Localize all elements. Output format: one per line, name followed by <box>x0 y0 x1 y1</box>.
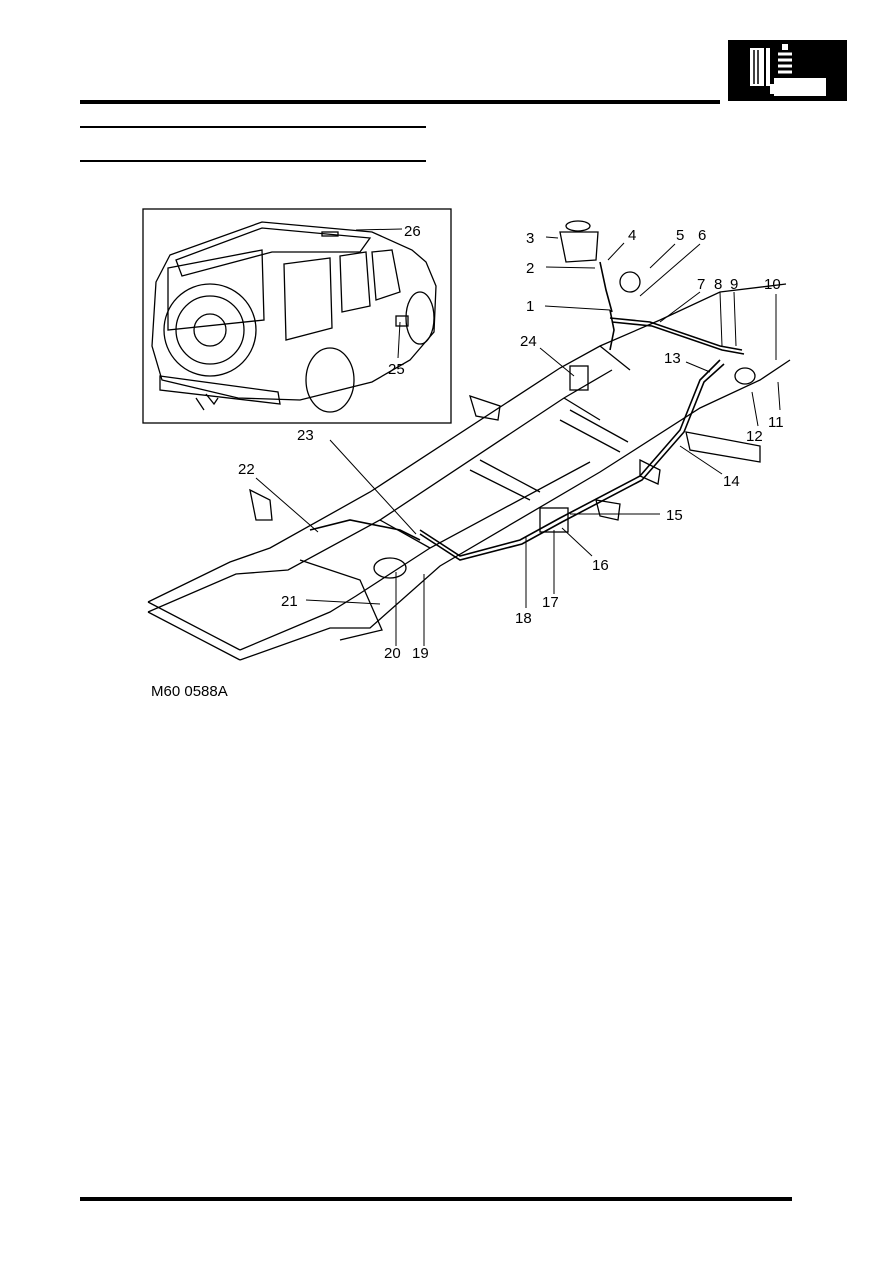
callout-20: 20 <box>384 645 401 662</box>
callout-15: 15 <box>666 507 683 524</box>
callout-16: 16 <box>592 557 609 574</box>
callout-7: 7 <box>697 276 705 293</box>
callout-24: 24 <box>520 333 537 350</box>
vehicle-rear-view <box>151 221 437 413</box>
rear-air-spring <box>373 557 407 579</box>
callout-3: 3 <box>526 230 534 247</box>
valve-block <box>539 507 569 533</box>
air-pipe-routing <box>309 261 745 561</box>
callout-leaders <box>255 228 781 646</box>
title-rule-upper <box>80 126 426 128</box>
callout-1: 1 <box>526 298 534 315</box>
header-rule <box>80 100 720 104</box>
figure-code: M60 0588A <box>151 683 228 700</box>
air-suspension-layout-diagram: 1 2 3 4 5 6 7 8 9 10 11 12 13 14 15 16 1… <box>142 208 791 662</box>
callout-2: 2 <box>526 260 534 277</box>
inset-frame <box>142 208 452 424</box>
callout-19: 19 <box>412 645 429 662</box>
suspension-section-icon <box>728 40 847 101</box>
callout-22: 22 <box>238 461 255 478</box>
callout-21: 21 <box>281 593 298 610</box>
callout-23: 23 <box>297 427 314 444</box>
compressor <box>619 271 641 293</box>
callout-6: 6 <box>698 227 706 244</box>
callout-4: 4 <box>628 227 636 244</box>
callout-labels: 1 2 3 4 5 6 7 8 9 10 11 12 13 14 15 16 1… <box>238 223 784 662</box>
callout-10: 10 <box>764 276 781 293</box>
callout-14: 14 <box>723 473 740 490</box>
callout-12: 12 <box>746 428 763 445</box>
title-rule-lower <box>80 160 426 162</box>
callout-9: 9 <box>730 276 738 293</box>
callout-25: 25 <box>388 361 405 378</box>
callout-5: 5 <box>676 227 684 244</box>
callout-17: 17 <box>542 594 559 611</box>
front-air-spring <box>734 367 756 385</box>
chassis-frame <box>147 283 791 661</box>
height-sensor <box>569 365 589 391</box>
callout-26: 26 <box>404 223 421 240</box>
callout-11: 11 <box>768 414 784 431</box>
callout-8: 8 <box>714 276 722 293</box>
footer-rule <box>80 1197 792 1201</box>
callout-13: 13 <box>664 350 681 367</box>
callout-18: 18 <box>515 610 532 627</box>
reservoir <box>559 220 599 263</box>
